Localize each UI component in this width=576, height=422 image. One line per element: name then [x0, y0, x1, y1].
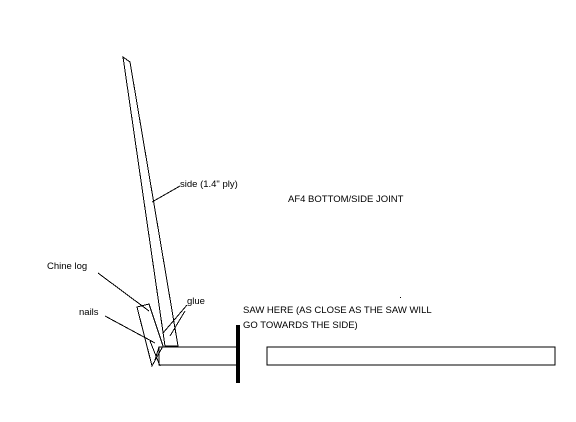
nail-shank	[149, 340, 161, 367]
side-leader	[151, 185, 181, 203]
nails-leader	[104, 315, 156, 344]
glue-label: glue	[187, 296, 205, 307]
chine-log-leader	[97, 272, 150, 312]
chine-log	[136, 303, 164, 368]
bottom-panel-right	[266, 346, 556, 366]
speck	[400, 297, 401, 298]
glue-leader	[162, 304, 188, 334]
saw-here-label-line2: GO TOWARDS THE SIDE)	[243, 320, 358, 331]
glue-leader-2	[169, 310, 186, 337]
nails-label: nails	[79, 307, 99, 318]
side-label: side (1.4" ply)	[180, 179, 238, 190]
saw-here-label-line1: SAW HERE (AS CLOSE AS THE SAW WILL	[243, 305, 432, 316]
bottom-panel-left	[158, 346, 240, 366]
diagram-title: AF4 BOTTOM/SIDE JOINT	[288, 194, 404, 205]
chine-corner-line	[154, 346, 160, 361]
chine-log-label: Chine log	[47, 261, 88, 272]
side-panel	[122, 55, 179, 347]
